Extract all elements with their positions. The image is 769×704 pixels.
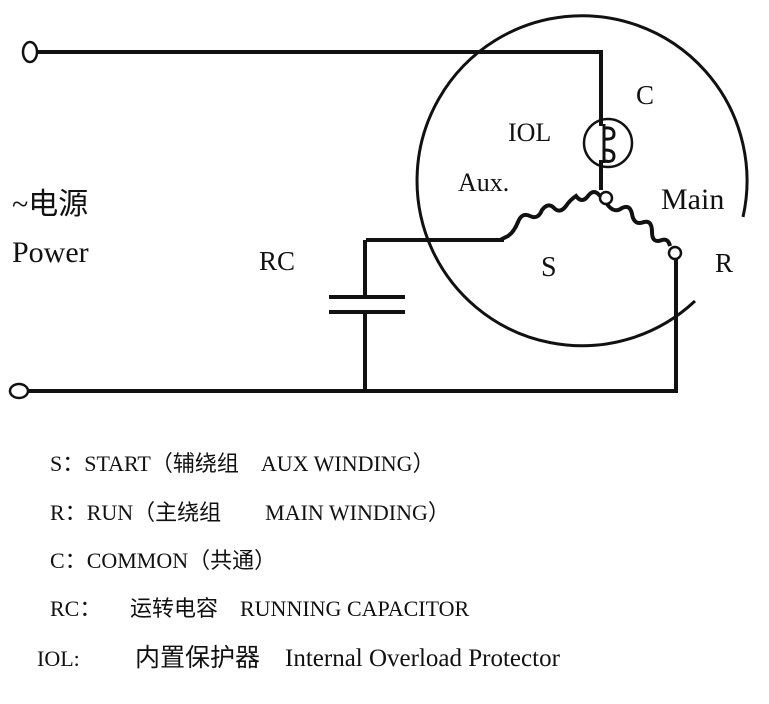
legend-key: IOL: [37,646,80,671]
iol-label: IOL [508,118,552,147]
legend-value: START（辅绕组 AUX WINDING） [84,451,435,476]
power-label-en: Power [12,236,89,269]
legend-item-common: C：COMMON（共通） [50,550,276,572]
power-terminal-bottom [8,382,30,400]
run-terminal-label: R [715,248,734,278]
run-terminal [667,245,683,261]
legend-value: 内置保护器 Internal Overload Protector [135,645,560,672]
rc-label: RC [259,246,296,276]
iol-protector-circle [582,117,634,169]
legend-key: S： [50,451,85,476]
legend-value: COMMON（共通） [86,548,277,573]
legend-item-start: S：START（辅绕组 AUX WINDING） [50,453,435,475]
legend-key: RC： [50,596,102,621]
legend-item-capacitor: RC： 运转电容 RUNNING CAPACITOR [50,598,469,620]
legend-value: RUN（主绕组 MAIN WINDING） [86,500,450,525]
compressor-housing [415,14,749,348]
aux-winding-coil [499,190,602,242]
legend-item-run: R：RUN（主绕组 MAIN WINDING） [50,502,450,524]
iol-contact-icon [602,124,616,163]
legend-item-iol: IOL: 内置保护器 Internal Overload Protector [37,646,560,671]
legend-value: 运转电容 RUNNING CAPACITOR [130,596,470,621]
power-label-cn: ~电源 [12,188,89,221]
start-terminal-label: S [541,252,557,283]
aux-label: Aux. [458,168,510,197]
main-label: Main [661,183,725,216]
wiring-diagram [8,14,749,400]
common-label: C [636,80,655,110]
main-winding-coil [605,202,672,247]
legend-key: C： [50,548,87,573]
legend-key: R： [50,500,87,525]
power-terminal-top [21,40,39,64]
common-terminal [598,190,614,206]
